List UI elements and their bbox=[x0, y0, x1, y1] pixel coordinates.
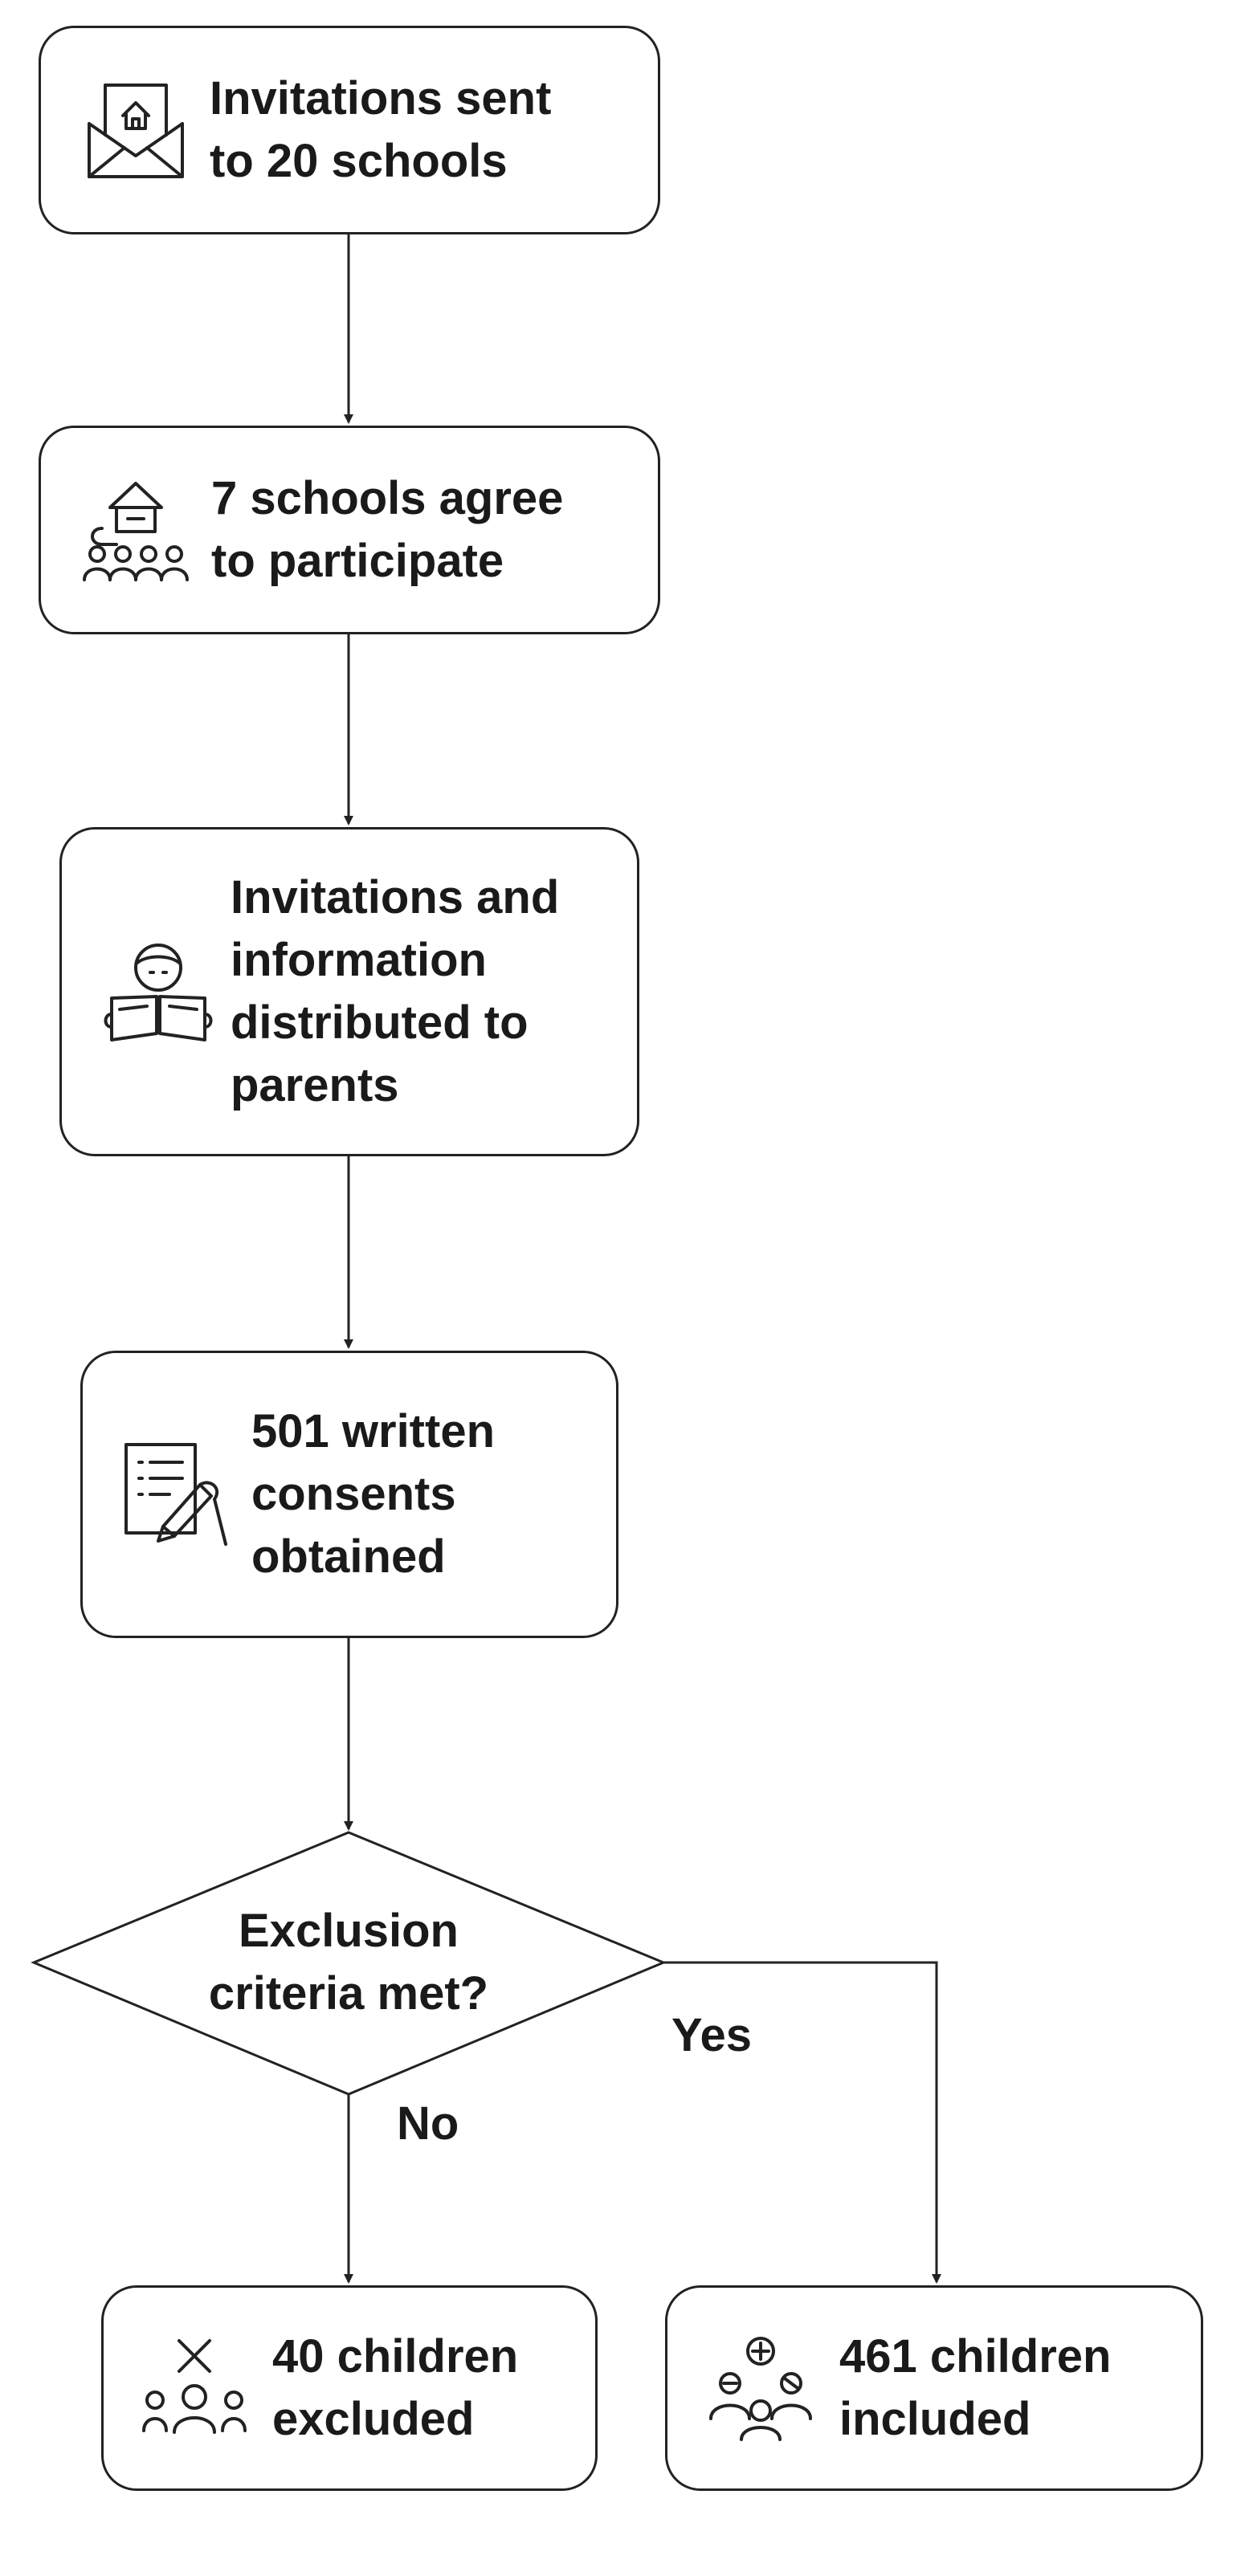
node-excluded: 40 children excluded bbox=[101, 2285, 598, 2491]
node-consents: 501 written consents obtained bbox=[80, 1351, 618, 1638]
decision-label: Exclusion criteria met? bbox=[208, 1905, 489, 2020]
node-label: 40 children excluded bbox=[272, 2330, 519, 2445]
node-label: 7 schools agree to participate bbox=[211, 472, 564, 587]
decision-diamond bbox=[31, 1831, 667, 2096]
node-invitations-schools: Invitations sent to 20 schools bbox=[39, 26, 660, 234]
edge-label-yes: Yes bbox=[671, 2009, 752, 2061]
node-invitations-parents: Invitations and information distributed … bbox=[59, 827, 639, 1156]
node-label: Invitations and information distributed … bbox=[231, 871, 560, 1111]
node-schools-agree: 7 schools agree to participate bbox=[39, 426, 660, 634]
envelope-house-icon bbox=[83, 77, 189, 183]
node-included: 461 children included bbox=[665, 2285, 1203, 2491]
excluded-group-icon bbox=[142, 2336, 247, 2440]
node-label: 461 children included bbox=[839, 2330, 1112, 2445]
included-group-icon bbox=[706, 2333, 815, 2443]
edge-label-no: No bbox=[397, 2097, 459, 2150]
arrow-decision-yes bbox=[663, 1961, 941, 2284]
document-signing-icon bbox=[121, 1440, 231, 1549]
reading-child-icon bbox=[104, 937, 213, 1046]
node-label: Invitations sent to 20 schools bbox=[210, 72, 552, 187]
school-group-icon bbox=[81, 475, 190, 585]
node-label: 501 written consents obtained bbox=[251, 1405, 495, 1583]
